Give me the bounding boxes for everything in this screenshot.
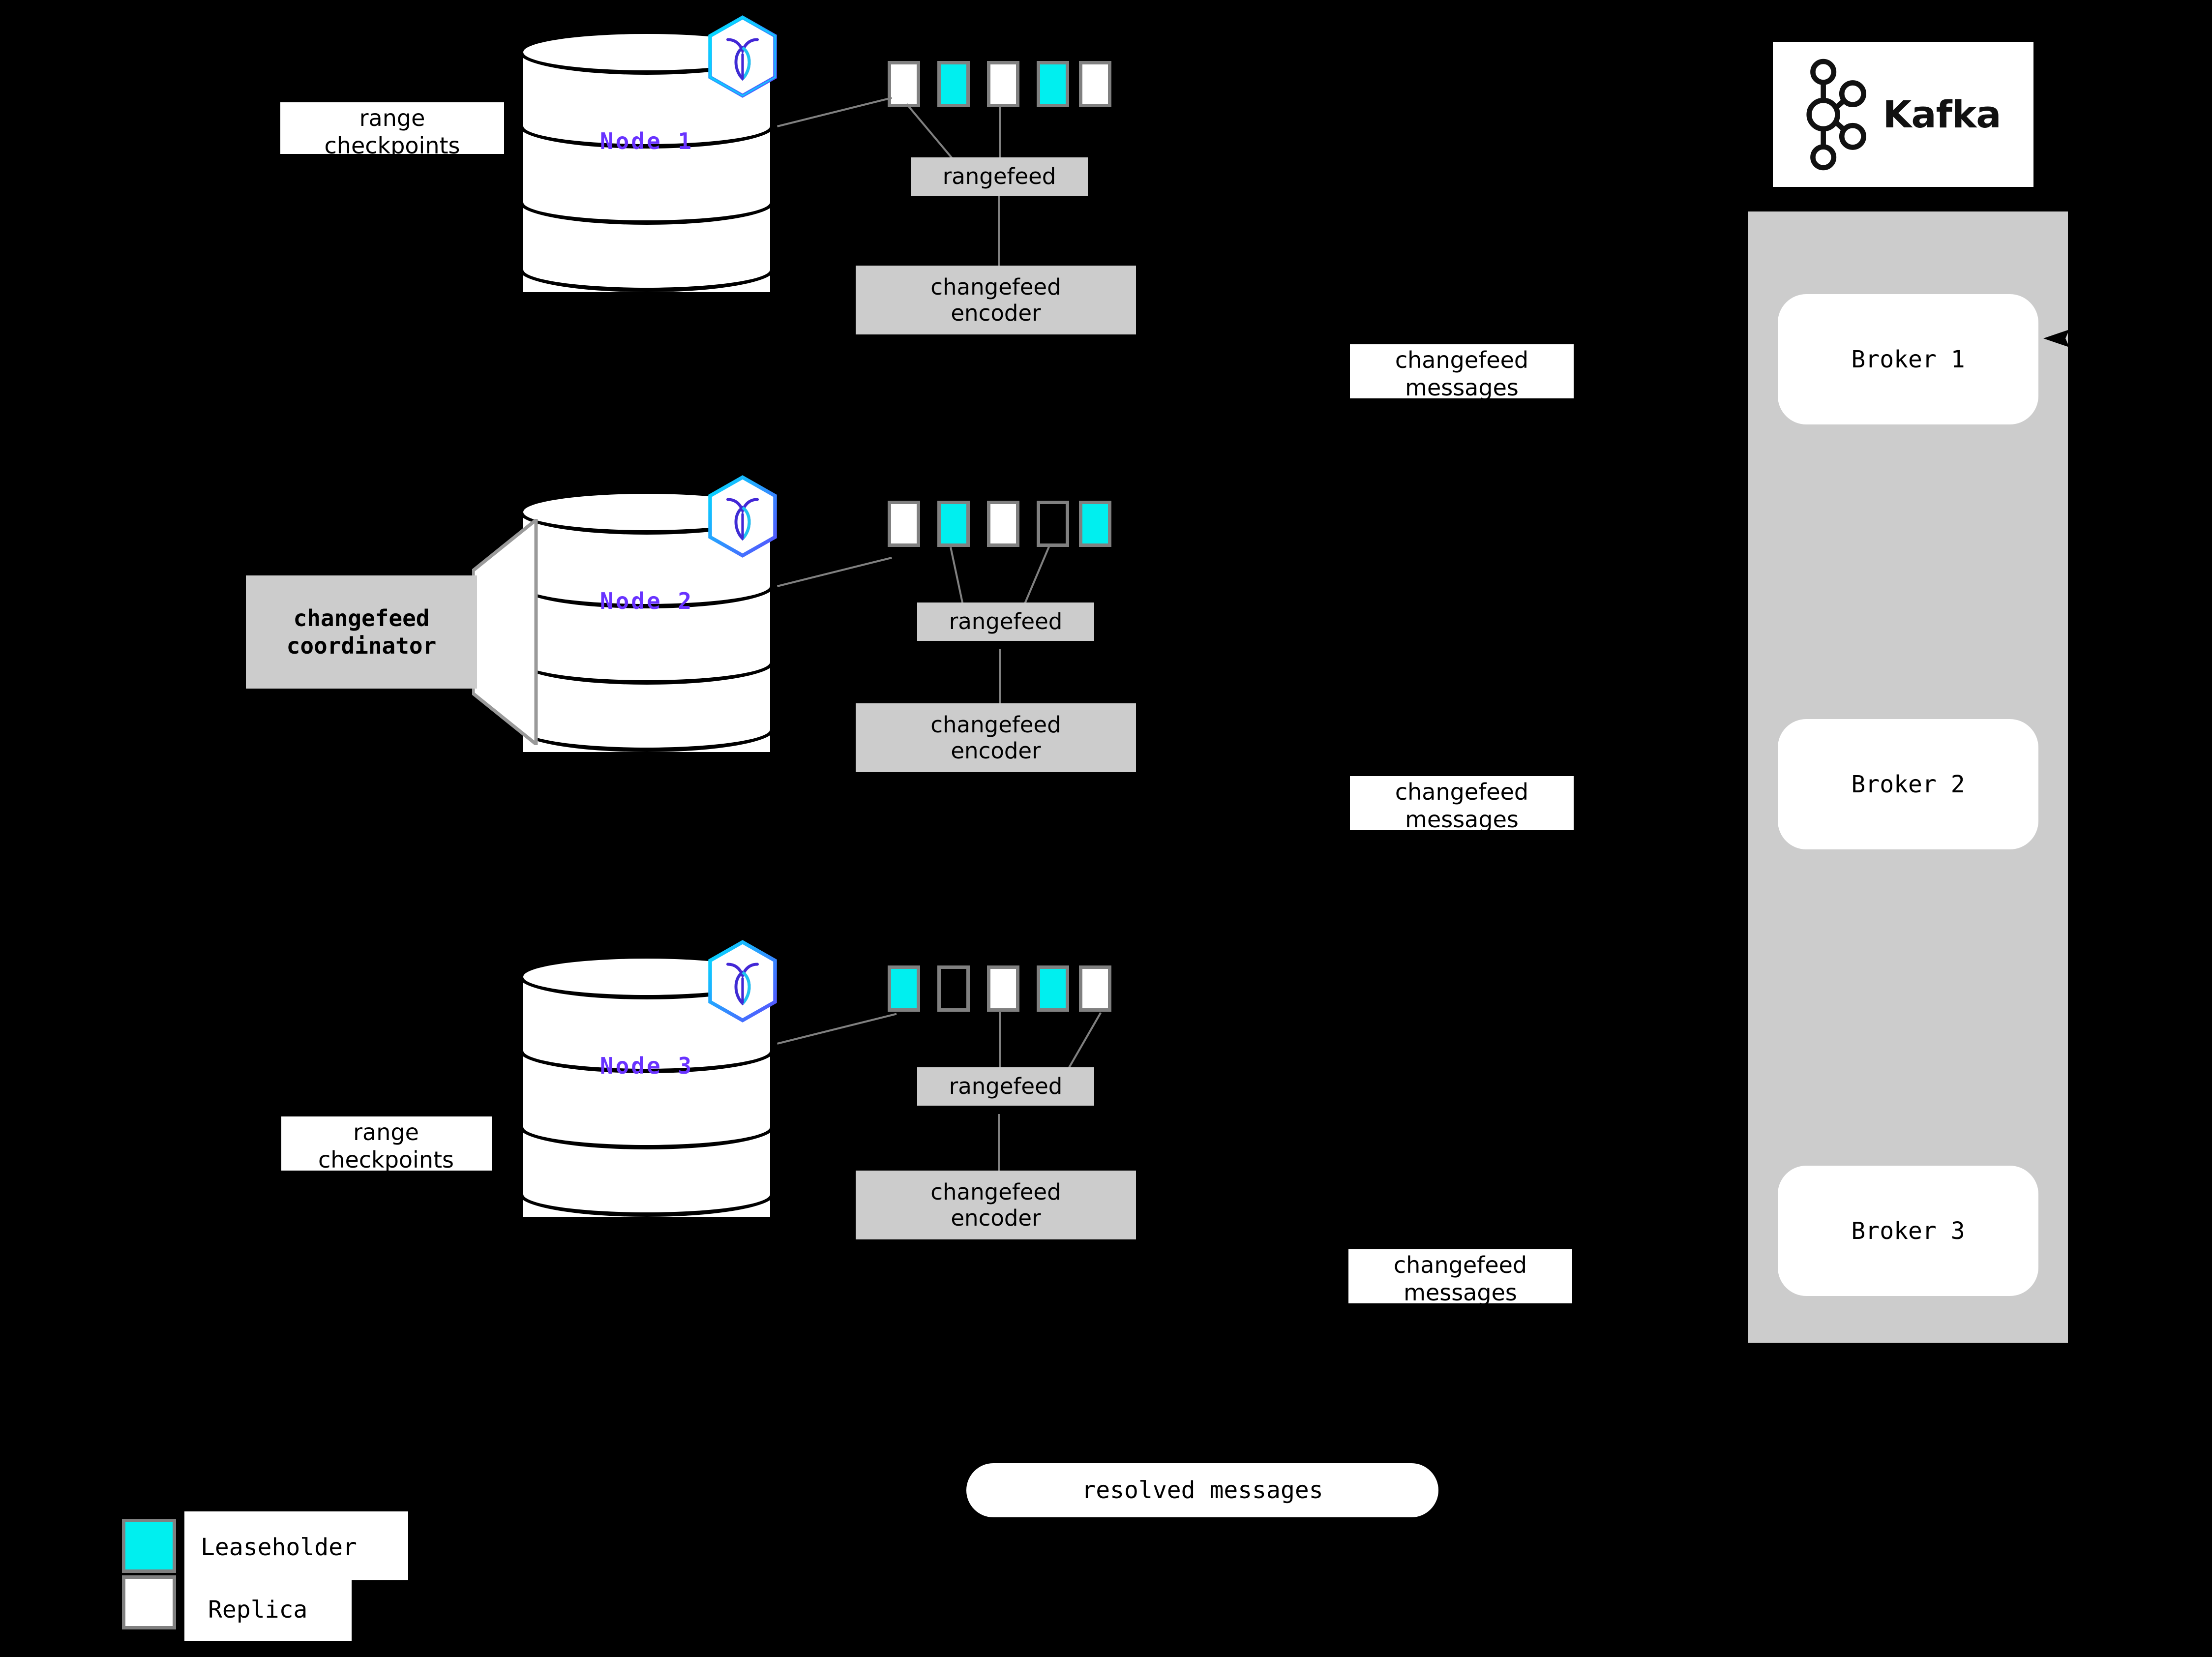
range-replica[interactable] [888, 61, 920, 107]
cylinder-body [519, 977, 775, 1217]
range-leaseholder[interactable] [888, 965, 920, 1012]
changefeed-coordinator-box[interactable]: changefeed coordinator [246, 575, 477, 689]
cylinder-body [519, 512, 775, 752]
node-3-rangefeed-box[interactable]: rangefeed [917, 1067, 1094, 1106]
node-1-label: Node 1 [599, 128, 694, 154]
changefeed-messages-plate-1 [1350, 344, 1574, 398]
node-3-checkpoints-label: range checkpoints [318, 1119, 454, 1174]
cylinder-body [519, 52, 775, 292]
node-3-encoder-box[interactable]: changefeed encoder [856, 1171, 1136, 1239]
node-1-checkpoints-label: range checkpoints [324, 105, 460, 159]
range-leaseholder[interactable] [1037, 61, 1069, 107]
range-replica[interactable] [1079, 61, 1111, 107]
changefeed-messages-label-2: changefeed messages [1395, 779, 1529, 833]
legend-label-replica: Replica [208, 1596, 308, 1624]
legend-label-plate-1 [184, 1511, 408, 1580]
node-1-encoder-box[interactable]: changefeed encoder [856, 266, 1136, 334]
range-replica[interactable] [987, 61, 1019, 107]
range-leaseholder[interactable] [937, 501, 970, 547]
changefeed-ingress-arrowhead [2043, 330, 2069, 347]
range-replica[interactable] [1079, 965, 1111, 1012]
cockroachdb-hex-icon [706, 15, 779, 98]
broker-2-card[interactable]: Broker 2 [1778, 719, 2038, 849]
node-2-label: Node 2 [599, 588, 694, 614]
node-2-encoder-box[interactable]: changefeed encoder [856, 703, 1136, 772]
changefeed-messages-label-1: changefeed messages [1395, 347, 1529, 401]
kafka-brand-label: Kafka [1883, 92, 2001, 136]
legend-swatch-replica [122, 1575, 176, 1629]
node-1-checkpoints-plate [280, 102, 504, 154]
legend-swatch-leaseholder [122, 1519, 176, 1573]
broker-3-card[interactable]: Broker 3 [1778, 1166, 2038, 1296]
range-replica[interactable] [987, 501, 1019, 547]
kafka-logo-icon [1806, 59, 1867, 170]
range-leaseholder[interactable] [937, 61, 970, 107]
range-empty[interactable] [1037, 501, 1069, 547]
cockroachdb-hex-icon [706, 939, 779, 1023]
connector-node-to-ranges [777, 1013, 897, 1045]
connector-rangefeed-to-encoder [998, 186, 1000, 270]
changefeed-messages-label-3: changefeed messages [1393, 1252, 1527, 1306]
kafka-logo-card: Kafka [1773, 42, 2033, 187]
node-3-checkpoints-plate [281, 1116, 492, 1171]
coordinator-callout-pointer [472, 519, 538, 745]
cylinder-side-right [770, 512, 775, 752]
changefeed-messages-plate-3 [1348, 1249, 1572, 1303]
changefeed-messages-plate-2 [1350, 776, 1574, 830]
connector-node-to-ranges [777, 556, 892, 587]
cylinder-side-right [770, 52, 775, 292]
legend-label-leaseholder: Leaseholder [201, 1534, 357, 1561]
cylinder-side-left [519, 977, 523, 1217]
node-2-rangefeed-box[interactable]: rangefeed [917, 603, 1094, 641]
connector-node-to-ranges [777, 96, 892, 127]
range-replica[interactable] [888, 501, 920, 547]
node-1-cylinder [519, 30, 775, 315]
cockroachdb-hex-icon [706, 475, 779, 558]
range-leaseholder[interactable] [1079, 501, 1111, 547]
range-empty[interactable] [937, 965, 970, 1012]
node-1-rangefeed-box[interactable]: rangefeed [911, 157, 1088, 196]
legend-label-plate-2 [184, 1580, 352, 1641]
broker-1-card[interactable]: Broker 1 [1778, 294, 2038, 424]
node-3-label: Node 3 [599, 1053, 694, 1079]
range-leaseholder[interactable] [1037, 965, 1069, 1012]
cylinder-side-right [770, 977, 775, 1217]
cylinder-side-left [519, 52, 523, 292]
range-replica[interactable] [987, 965, 1019, 1012]
resolved-messages-pill[interactable]: resolved messages [966, 1463, 1438, 1517]
node-3-cylinder [519, 954, 775, 1239]
